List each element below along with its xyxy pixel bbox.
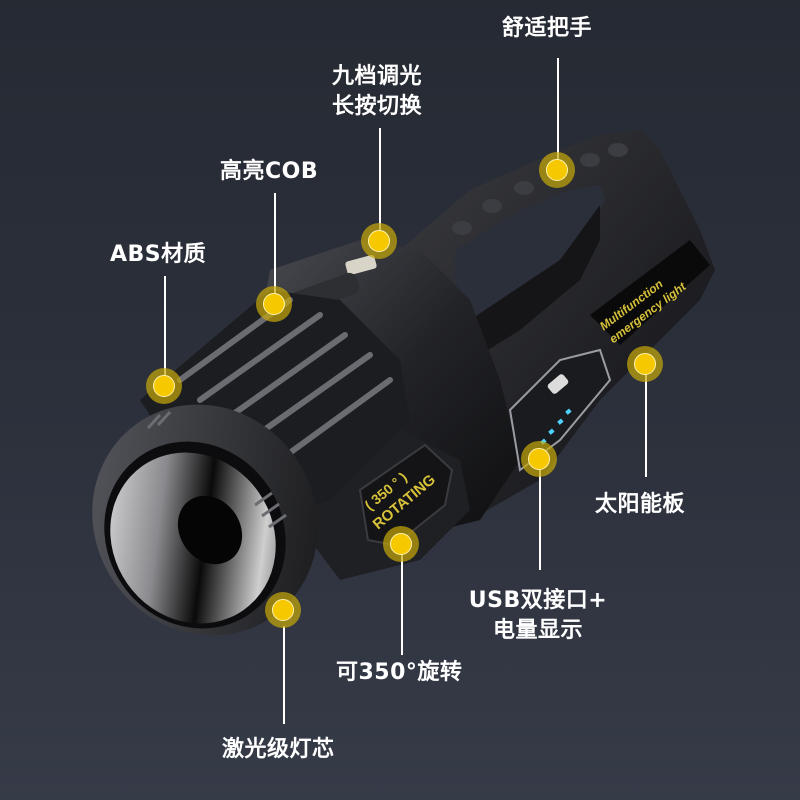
leader-line-dimming <box>379 128 381 240</box>
leader-line-rotate <box>401 545 403 655</box>
callout-label-rotate: 可350°旋转 <box>336 660 463 685</box>
marker-rotate <box>383 526 419 562</box>
marker-dimming <box>361 223 397 259</box>
marker-abs <box>146 368 182 404</box>
leader-line-cob <box>274 193 276 303</box>
callout-label-solar: 太阳能板 <box>595 492 686 517</box>
leader-line-solar <box>645 365 647 477</box>
leader-line-usb <box>539 460 541 570</box>
marker-usb <box>521 441 557 477</box>
callout-label-cob: 高亮COB <box>220 159 319 184</box>
leader-line-abs <box>164 276 166 386</box>
marker-laser <box>265 592 301 628</box>
marker-cob <box>256 286 292 322</box>
callout-label-dimming: 九档调光 长按切换 <box>332 64 423 119</box>
callout-label-abs: ABS材质 <box>110 242 207 267</box>
callout-label-handle: 舒适把手 <box>502 16 593 41</box>
callout-label-laser: 激光级灯芯 <box>222 737 335 762</box>
leader-line-laser <box>283 626 285 724</box>
marker-solar <box>627 346 663 382</box>
callout-label-usb: USB双接口+ 电量显示 <box>468 588 608 643</box>
marker-handle <box>539 152 575 188</box>
leader-line-handle <box>557 58 559 170</box>
